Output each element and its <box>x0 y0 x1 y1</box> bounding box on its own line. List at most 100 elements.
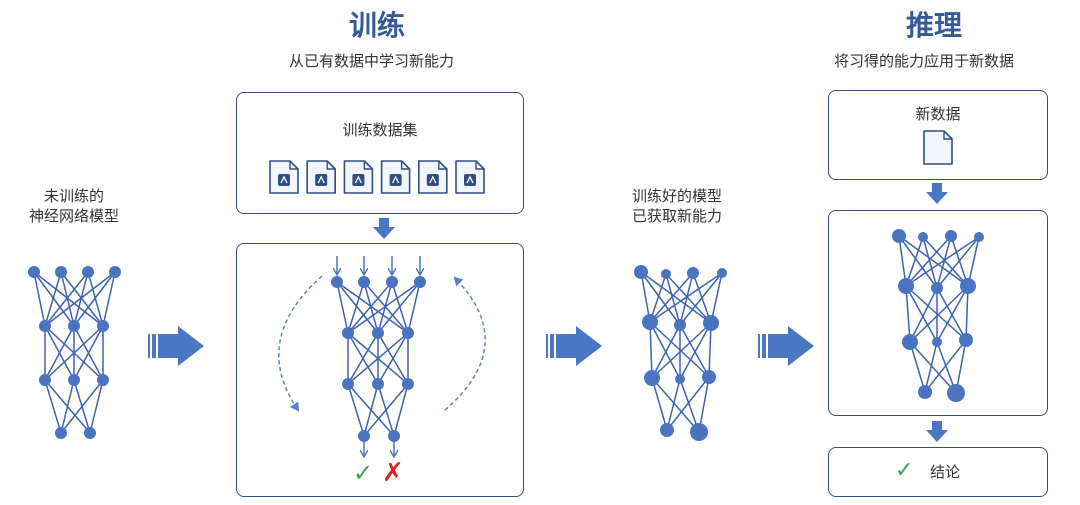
conclusion-check-icon: ✓ <box>895 458 914 483</box>
inference-network-node <box>974 232 984 242</box>
inference-network-edge <box>936 287 967 341</box>
inference-network-node <box>902 334 918 350</box>
training-process-panel <box>236 243 524 497</box>
inference-network-node <box>959 333 973 347</box>
trained-label-line1: 训练好的模型 <box>631 187 722 205</box>
inference-network-node <box>918 232 928 242</box>
inference-network-edge <box>924 339 967 393</box>
dataset-file-icon-fold <box>400 161 410 170</box>
untrained-label-line1: 未训练的 <box>43 187 104 205</box>
untrained-network-edge <box>44 271 89 327</box>
untrained-network-edge <box>87 271 104 327</box>
untrained-network-node <box>68 320 80 332</box>
untrained-network-node <box>39 320 51 332</box>
untrained-network-edge <box>73 325 104 381</box>
inference-network-node <box>932 337 942 347</box>
training-network-node <box>358 430 370 442</box>
inference-network-edge <box>936 235 952 289</box>
untrained-network-edge <box>44 325 104 381</box>
flow-arrow-to-trained <box>556 326 602 366</box>
training-network-edge <box>393 383 409 437</box>
dataset-file-icon-badge-glyph <box>392 175 400 184</box>
training-network-node <box>388 430 400 442</box>
untrained-model-label: 未训练的 神经网络模型 <box>14 186 134 226</box>
untrained-network-node <box>97 374 109 386</box>
inference-network-node <box>918 385 932 399</box>
trained-model-label: 训练好的模型 已获取新能力 <box>612 186 742 226</box>
flow-arrow-to-inference-stripe <box>758 334 760 358</box>
training-network-edge <box>377 281 421 334</box>
dataset-file-icon-fold <box>438 161 447 170</box>
untrained-label-line2: 神经网络模型 <box>28 207 119 225</box>
trained-network-node <box>660 423 674 437</box>
inference-network-edge <box>909 287 938 343</box>
trained-network-edge <box>649 321 681 380</box>
flow-arrow-to-inference-stripe <box>762 334 766 358</box>
trained-network-node <box>687 267 699 279</box>
dataset-file-icon-badge-glyph <box>280 175 288 184</box>
untrained-network-edge <box>60 379 104 434</box>
trained-network-edge <box>710 272 723 324</box>
trained-network-edge <box>649 273 667 323</box>
training-network-edge <box>336 281 379 334</box>
training-network-edge <box>407 281 421 334</box>
flow-arrow-to-trained-stripe <box>550 334 554 358</box>
trained-network-edge <box>698 376 710 433</box>
untrained-network-edge <box>60 271 104 327</box>
untrained-network-edge <box>44 271 116 327</box>
trained-network-edge <box>651 377 700 433</box>
untrained-network-node <box>109 266 121 278</box>
inference-network-edge <box>905 285 967 341</box>
trained-network-edge <box>665 273 712 324</box>
training-network-edge <box>347 281 421 334</box>
wrong-cross-icon: ✗ <box>382 458 404 488</box>
trained-network-edge <box>666 378 681 431</box>
training-network-node <box>402 327 414 339</box>
inference-network-edge <box>905 236 924 287</box>
training-network-node <box>386 276 398 288</box>
flow-arrow-to-training-stripe <box>148 334 150 358</box>
untrained-network-edge <box>44 379 62 434</box>
flow-arrow-to-training <box>158 326 204 366</box>
dataset-file-icon-fold <box>289 161 298 170</box>
trained-network-edge <box>679 324 710 378</box>
inference-network-edge <box>898 235 969 287</box>
trained-network-edge <box>679 272 723 326</box>
inference-network-edge <box>936 236 980 289</box>
inference-network-edge <box>967 236 980 287</box>
training-network-edge <box>347 332 379 385</box>
dataset-file-icon-badge-glyph <box>317 175 325 184</box>
dataset-file-icon-fold <box>475 161 484 170</box>
trained-network-edge <box>640 271 681 326</box>
training-network-edge <box>347 281 393 334</box>
untrained-network-node <box>97 320 109 332</box>
inference-network-node <box>892 229 906 243</box>
untrained-network-edge <box>44 271 62 327</box>
training-network-node <box>414 276 426 288</box>
training-network-edge <box>391 281 409 334</box>
inference-network-edge <box>909 285 969 343</box>
trained-network-node <box>661 269 671 279</box>
trained-network-edge <box>649 321 653 379</box>
trained-network-edge <box>679 272 694 326</box>
trained-network-node <box>642 314 658 330</box>
trained-network-edge <box>649 272 723 323</box>
inference-network-edge <box>898 235 907 287</box>
trained-network-edge <box>651 377 668 431</box>
inference-network-node <box>898 278 914 294</box>
training-network-edge <box>336 281 409 334</box>
dataset-file-icon-badge-glyph <box>429 175 437 184</box>
trained-network-node <box>702 370 716 384</box>
inference-network-edge <box>905 236 980 287</box>
dataset-file-icon-fold <box>326 161 336 170</box>
untrained-network-node <box>68 374 80 386</box>
trained-network-edge <box>649 272 694 323</box>
training-network-node <box>331 276 343 288</box>
untrained-network-node <box>55 427 67 439</box>
training-network-edge <box>377 332 409 385</box>
new-data-label: 新数据 <box>915 105 961 123</box>
inference-subtitle: 将习得的能力应用于新数据 <box>834 52 1015 70</box>
inference-network-edge <box>909 341 957 394</box>
conclusion-panel: ✓ 结论 <box>828 447 1048 497</box>
